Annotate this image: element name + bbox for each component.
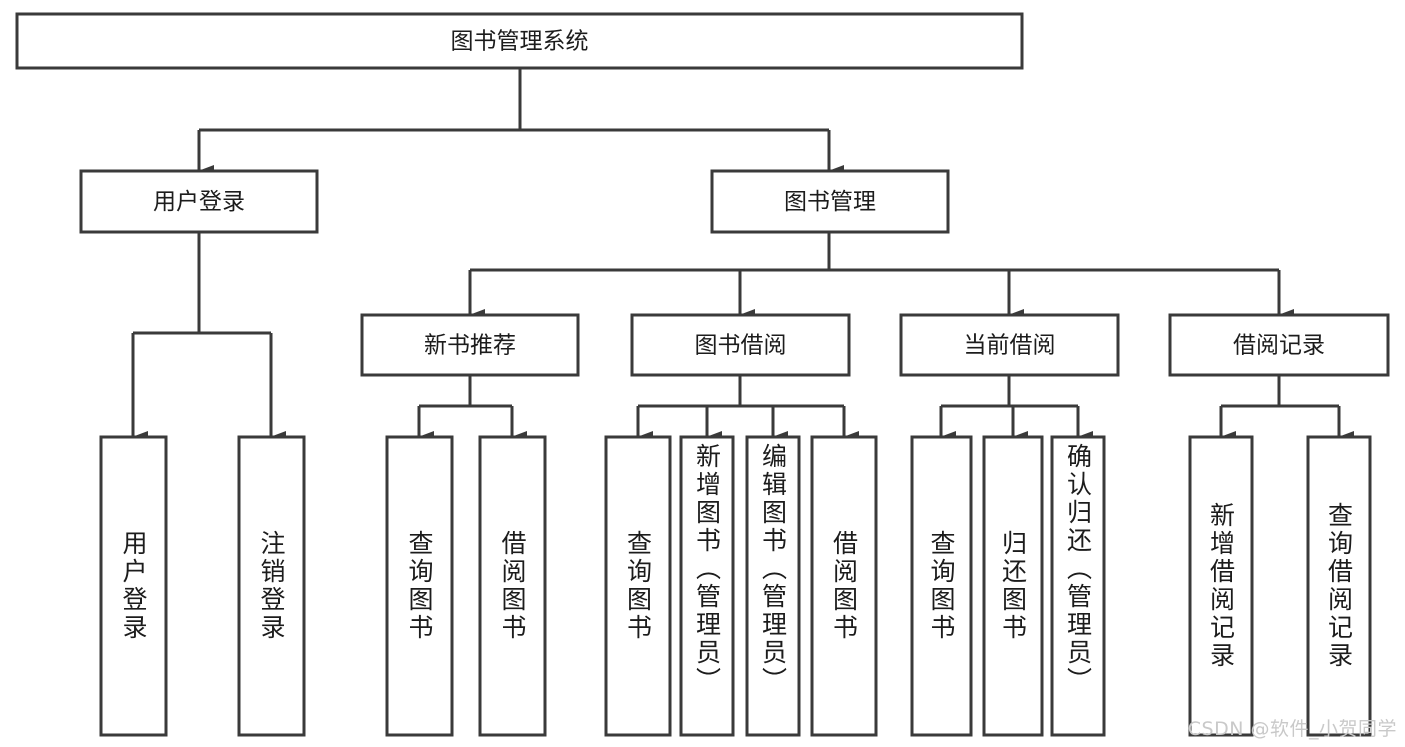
watermark-text: CSDN @软件_小贺同学 bbox=[1187, 718, 1397, 740]
node-level3-3-rect[interactable] bbox=[1168, 313, 1390, 377]
node-leaf-0-rect[interactable] bbox=[99, 435, 168, 737]
node-leaf-8[interactable] bbox=[910, 435, 973, 737]
node-leaf-6[interactable] bbox=[745, 435, 801, 737]
node-leaf-12[interactable] bbox=[1306, 435, 1372, 737]
node-leaf-7[interactable] bbox=[810, 435, 878, 737]
node-leaf-1-rect[interactable] bbox=[237, 435, 306, 737]
node-level3-2-label: 当前借阅 bbox=[964, 333, 1056, 359]
node-leaf-2[interactable] bbox=[385, 435, 454, 737]
node-leaf-11-rect[interactable] bbox=[1188, 435, 1254, 737]
node-leaf-1[interactable] bbox=[237, 435, 306, 737]
node-leaf-10-rect[interactable] bbox=[1050, 435, 1106, 737]
node-level3-2[interactable]: 当前借阅 bbox=[899, 313, 1120, 377]
node-leaf-8-rect[interactable] bbox=[910, 435, 973, 737]
node-root-label: 图书管理系统 bbox=[451, 29, 589, 55]
node-leaf-0[interactable] bbox=[99, 435, 168, 737]
node-leaf-7-rect[interactable] bbox=[810, 435, 878, 737]
node-level2-1-label: 图书管理 bbox=[784, 189, 876, 215]
node-leaf-5-rect[interactable] bbox=[679, 435, 735, 737]
node-level3-1[interactable]: 图书借阅 bbox=[630, 313, 851, 377]
node-leaf-9[interactable] bbox=[982, 435, 1044, 737]
node-level3-1-label: 图书借阅 bbox=[695, 333, 787, 359]
node-leaf-3[interactable] bbox=[478, 435, 547, 737]
node-level2-0-rect[interactable] bbox=[79, 169, 319, 234]
node-leaf-6-rect[interactable] bbox=[745, 435, 801, 737]
node-level3-0-rect[interactable] bbox=[360, 313, 580, 377]
node-level2-0-label: 用户登录 bbox=[153, 189, 245, 215]
node-level3-2-rect[interactable] bbox=[899, 313, 1120, 377]
node-level2-1[interactable]: 图书管理 bbox=[710, 169, 950, 234]
node-root[interactable]: 图书管理系统 bbox=[15, 12, 1024, 70]
node-leaf-3-rect[interactable] bbox=[478, 435, 547, 737]
node-level3-1-rect[interactable] bbox=[630, 313, 851, 377]
node-leaf-4[interactable] bbox=[604, 435, 672, 737]
node-level3-3[interactable]: 借阅记录 bbox=[1168, 313, 1390, 377]
node-leaf-2-rect[interactable] bbox=[385, 435, 454, 737]
node-leaf-4-rect[interactable] bbox=[604, 435, 672, 737]
node-level3-0-label: 新书推荐 bbox=[424, 333, 516, 359]
node-root-rect[interactable] bbox=[15, 12, 1024, 70]
node-level2-0[interactable]: 用户登录 bbox=[79, 169, 319, 234]
node-level2-1-rect[interactable] bbox=[710, 169, 950, 234]
node-leaf-10[interactable] bbox=[1050, 435, 1106, 737]
node-leaf-12-rect[interactable] bbox=[1306, 435, 1372, 737]
node-level3-3-label: 借阅记录 bbox=[1233, 333, 1325, 359]
node-level3-0[interactable]: 新书推荐 bbox=[360, 313, 580, 377]
node-leaf-9-rect[interactable] bbox=[982, 435, 1044, 737]
node-leaf-5[interactable] bbox=[679, 435, 735, 737]
connector-layer bbox=[131, 68, 1354, 443]
node-leaf-11[interactable] bbox=[1188, 435, 1254, 737]
